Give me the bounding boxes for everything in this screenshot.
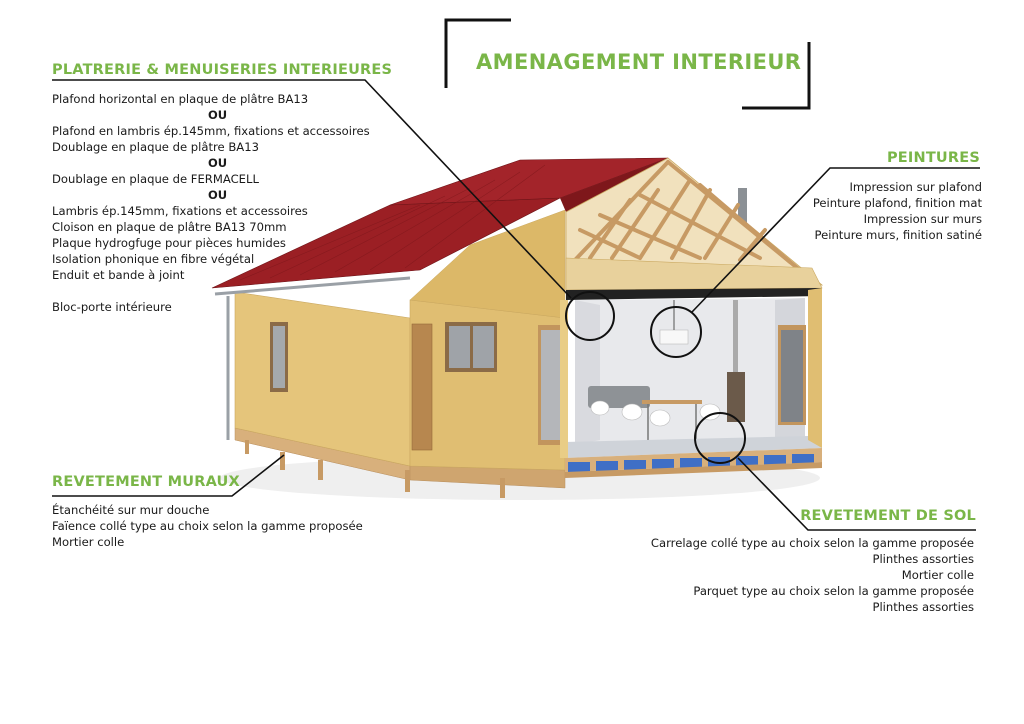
list-item: Plinthes assorties	[872, 600, 974, 614]
page-title: AMENAGEMENT INTERIEUR	[476, 50, 802, 74]
list-item: Lambris ép.145mm, fixations et accessoir…	[52, 204, 308, 218]
section-heading-platrerie: PLATRERIE & MENUISERIES INTERIEURES	[52, 62, 393, 78]
list-sol: Carrelage collé type au choix selon la g…	[651, 535, 974, 615]
list-item: Peinture murs, finition satiné	[814, 228, 982, 242]
list-item: Plaque hydrogfuge pour pièces humides	[52, 236, 286, 250]
list-item: Bloc-porte intérieure	[52, 300, 172, 314]
list-item: Impression sur plafond	[849, 180, 982, 194]
list-item: Peinture plafond, finition mat	[812, 196, 982, 210]
list-item: Impression sur murs	[863, 212, 982, 226]
section-heading-muraux: REVETEMENT MURAUX	[52, 474, 240, 490]
separator-or: OU	[208, 108, 228, 122]
list-item: Isolation phonique en fibre végétal	[52, 252, 255, 266]
list-item: Parquet type au choix selon la gamme pro…	[693, 584, 974, 598]
list-platrerie: Plafond horizontal en plaque de plâtre B…	[52, 91, 370, 315]
list-item: Enduit et bande à joint	[52, 268, 185, 282]
list-peintures: Impression sur plafond Peinture plafond,…	[813, 179, 982, 243]
list-item: Carrelage collé type au choix selon la g…	[650, 536, 974, 550]
list-spacer	[52, 283, 370, 299]
list-muraux: Étanchéité sur mur douche Faïence collé …	[52, 502, 363, 550]
section-heading-peintures: PEINTURES	[886, 150, 980, 166]
section-heading-sol: REVETEMENT DE SOL	[800, 508, 976, 524]
list-item: Plafond en lambris ép.145mm, fixations e…	[52, 124, 370, 138]
list-item: Cloison en plaque de plâtre BA13 70mm	[52, 220, 287, 234]
separator-or: OU	[208, 188, 228, 202]
list-item: Étanchéité sur mur douche	[52, 503, 210, 517]
list-item: Mortier colle	[52, 535, 125, 549]
list-item: Mortier colle	[901, 568, 974, 582]
separator-or: OU	[208, 156, 228, 170]
list-item: Doublage en plaque de FERMACELL	[52, 172, 259, 186]
list-item: Plinthes assorties	[872, 552, 974, 566]
list-item: Plafond horizontal en plaque de plâtre B…	[52, 92, 309, 106]
list-item: Faïence collé type au choix selon la gam…	[52, 519, 363, 533]
list-item: Doublage en plaque de plâtre BA13	[52, 140, 259, 154]
